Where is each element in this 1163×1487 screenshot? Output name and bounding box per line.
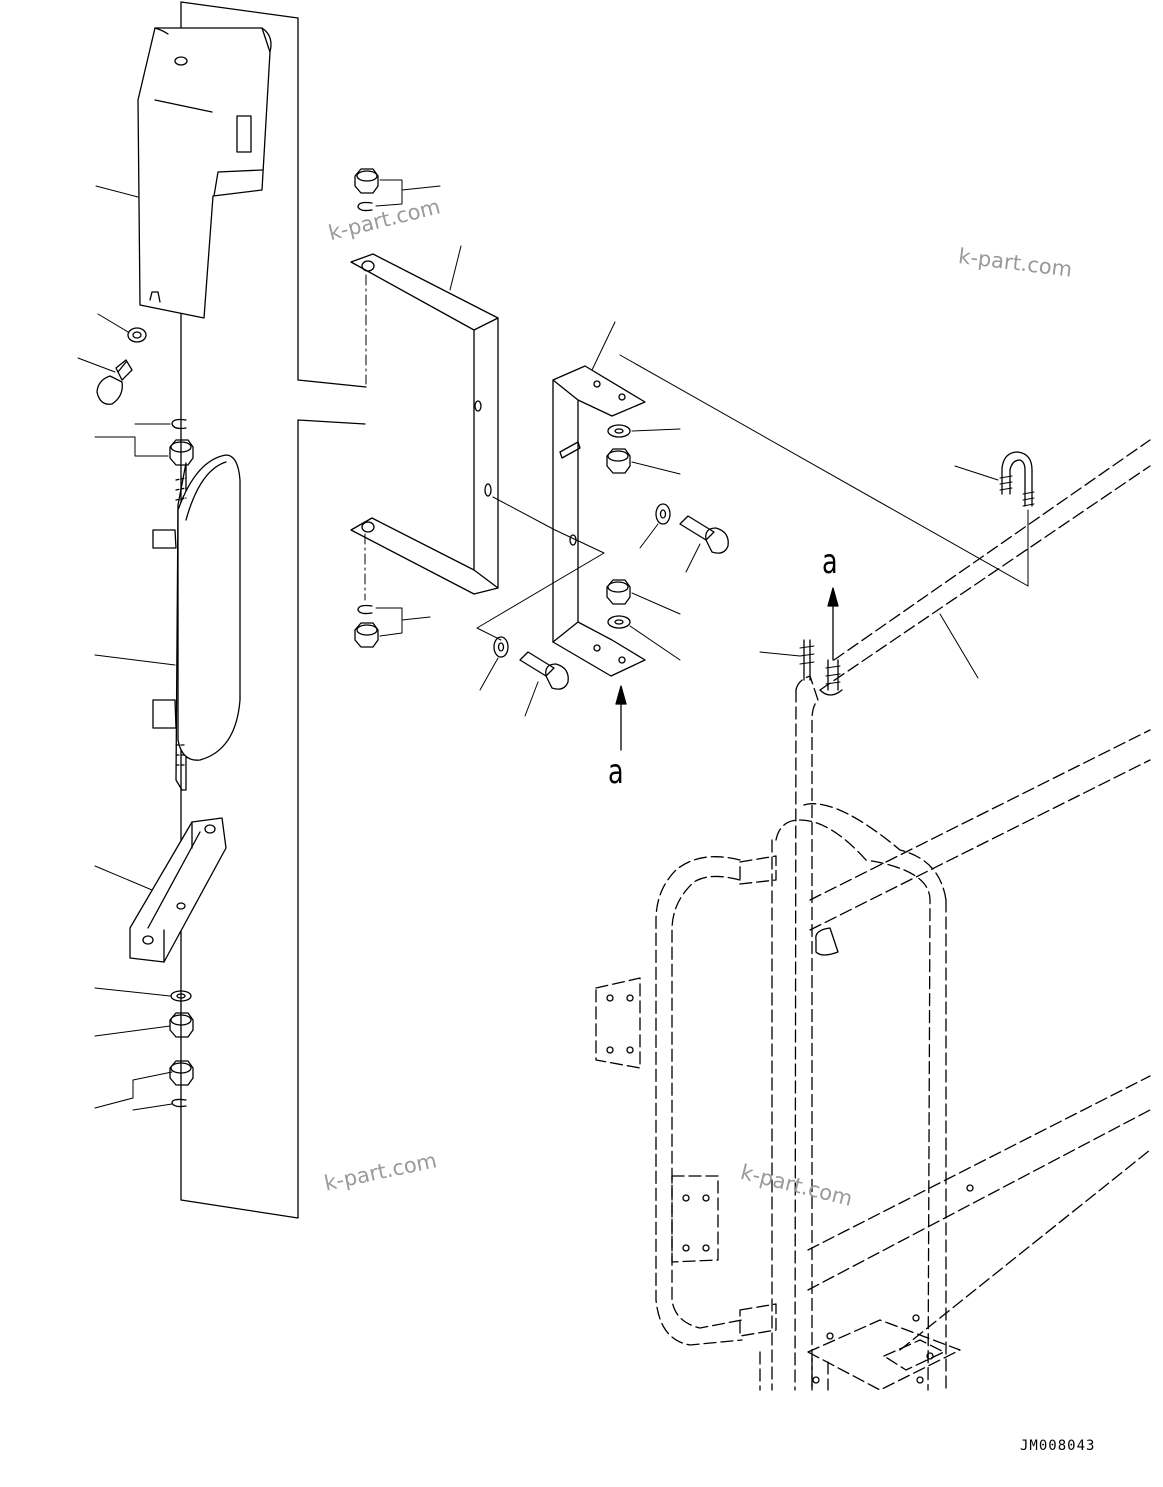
mirror	[153, 455, 240, 790]
handrail-studs	[800, 640, 842, 955]
lock-washer-3	[358, 203, 372, 211]
nut-2	[170, 1013, 193, 1037]
callout-a-lower: a	[608, 752, 624, 792]
washer-5	[608, 616, 630, 628]
nut-5	[355, 623, 378, 647]
nut-4	[355, 169, 378, 193]
lock-washer-4	[358, 606, 372, 614]
bolt-upper	[97, 360, 132, 404]
handrail-holes	[607, 995, 973, 1383]
leader-lines-mid	[477, 355, 1028, 716]
mirror-bracket	[130, 818, 226, 962]
large-u-bracket	[351, 254, 498, 600]
washer-2	[171, 991, 191, 1001]
lock-washer-1	[172, 420, 186, 429]
leader-lines-left	[78, 186, 175, 1110]
leader-lines-right	[760, 614, 978, 678]
lock-washer-2	[172, 1099, 186, 1106]
washer-6	[494, 637, 508, 657]
nut-1	[170, 440, 193, 465]
leader-nut-4	[376, 180, 440, 206]
handrail	[596, 440, 1150, 1390]
channel-bracket	[553, 366, 645, 676]
drawing-code: JM008043	[1020, 1438, 1096, 1454]
washer-3	[608, 425, 630, 437]
nut-3	[170, 1061, 193, 1085]
washer-upper	[128, 328, 146, 342]
nut-7	[607, 580, 630, 604]
nut-6	[607, 449, 630, 473]
arrow-a-lower	[616, 686, 626, 750]
bolt-3	[520, 652, 568, 689]
u-bolt	[1000, 452, 1034, 506]
bolt-2	[680, 516, 728, 553]
washer-4	[656, 504, 670, 524]
leader-nut-5	[376, 608, 430, 636]
arrow-a-upper	[828, 588, 838, 660]
upper-cover	[138, 28, 271, 318]
callout-a-upper: a	[822, 542, 838, 582]
